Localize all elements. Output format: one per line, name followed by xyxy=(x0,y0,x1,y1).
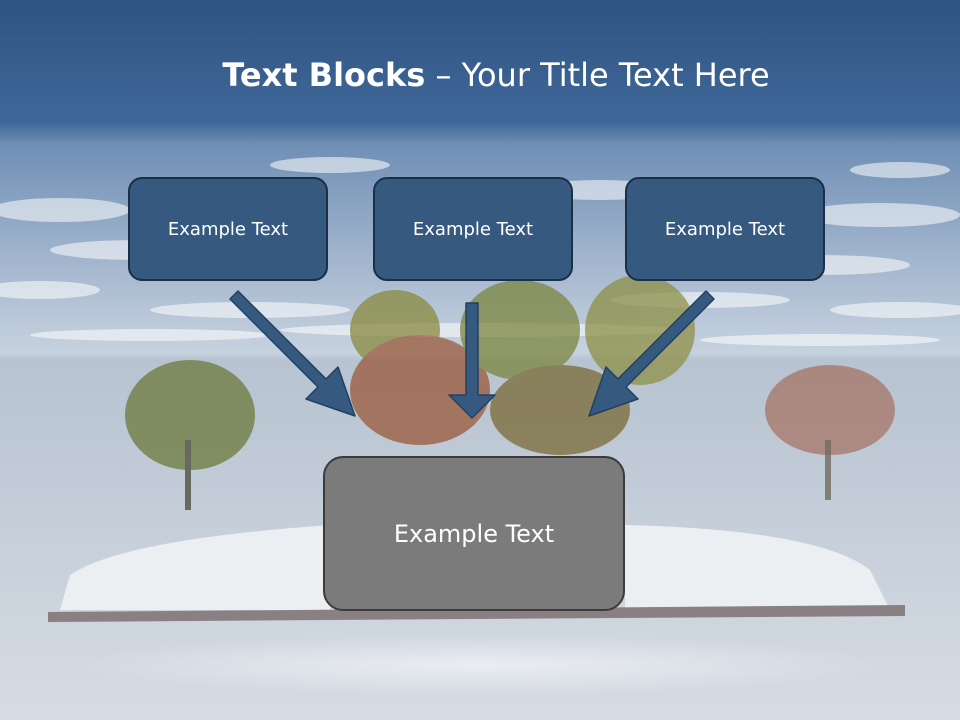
text-block-1[interactable]: Example Text xyxy=(128,177,328,281)
target-block[interactable]: Example Text xyxy=(323,456,625,611)
book xyxy=(48,525,905,695)
page-title: Text Blocks – Your Title Text Here xyxy=(0,52,960,98)
text-block-2[interactable]: Example Text xyxy=(373,177,573,281)
title-bold: Text Blocks xyxy=(222,56,426,94)
text-block-3[interactable]: Example Text xyxy=(625,177,825,281)
title-rest: – Your Title Text Here xyxy=(425,56,770,94)
